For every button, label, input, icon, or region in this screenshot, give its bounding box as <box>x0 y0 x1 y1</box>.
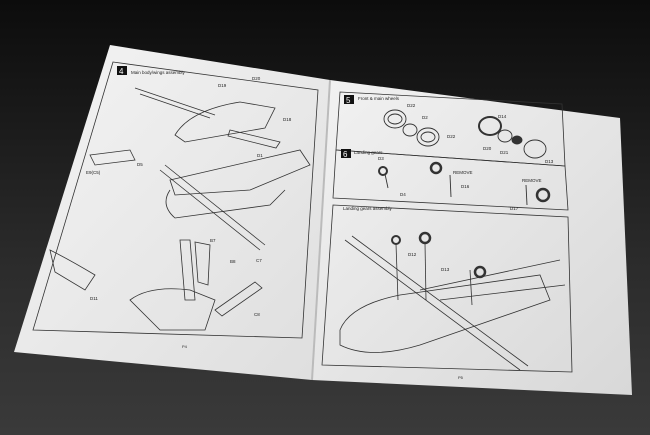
label-b8: B8 <box>230 259 236 264</box>
label-d17: D17 <box>510 206 519 211</box>
label-d16: D16 <box>461 184 470 189</box>
label-d13-wheel: D13 <box>545 159 554 164</box>
label-d4: D4 <box>400 192 406 197</box>
assembly-frame <box>321 204 573 373</box>
step-4-badge <box>117 66 127 75</box>
label-d20-r: D20 <box>483 146 492 151</box>
spine <box>311 79 331 381</box>
remove-label-2: REMOVE <box>522 178 542 183</box>
step-5-title: Front & main wheels <box>358 96 400 101</box>
step-6-title: Landing gears <box>354 150 383 155</box>
left-page-number: P4 <box>182 344 188 349</box>
left-frame <box>32 61 319 339</box>
aircraft-drawing-left <box>49 87 311 331</box>
label-c8: C8 <box>254 312 260 317</box>
step-6-badge <box>341 149 351 158</box>
step-5-number: 5 <box>346 96 351 105</box>
label-d1: D1 <box>257 153 263 158</box>
remove-label-1: REMOVE <box>453 170 473 175</box>
step-6-number: 6 <box>343 150 348 159</box>
label-d22a: D22 <box>407 103 416 108</box>
label-d19: D19 <box>218 83 227 88</box>
label-d12: D12 <box>408 252 417 257</box>
label-d20: D20 <box>252 76 261 81</box>
label-c7: C7 <box>256 258 262 263</box>
wheels-drawing <box>383 109 547 159</box>
label-d18: D18 <box>283 117 292 122</box>
label-d21: D21 <box>500 150 509 155</box>
label-d2: D2 <box>422 115 428 120</box>
label-d5: D5 <box>137 162 143 167</box>
landing-gear-drawing <box>378 161 551 206</box>
assembly-title: Landing gears assembly <box>343 206 393 211</box>
step-4-title: Main body/wings assembly <box>131 70 186 75</box>
right-page <box>312 80 632 395</box>
label-d14: D14 <box>498 114 507 119</box>
step-5-badge <box>344 95 354 104</box>
aircraft-drawing-right <box>339 231 566 371</box>
step-4-number: 4 <box>119 67 124 76</box>
step-6-frame <box>332 149 569 211</box>
label-d22b: D22 <box>447 134 456 139</box>
label-d13-assembly: D13 <box>441 267 450 272</box>
right-page-number: P5 <box>458 375 464 380</box>
label-d3: D3 <box>378 156 384 161</box>
label-e9c5: E9(C5) <box>86 170 101 175</box>
label-d11: D11 <box>90 296 98 301</box>
label-b7: B7 <box>210 238 216 243</box>
